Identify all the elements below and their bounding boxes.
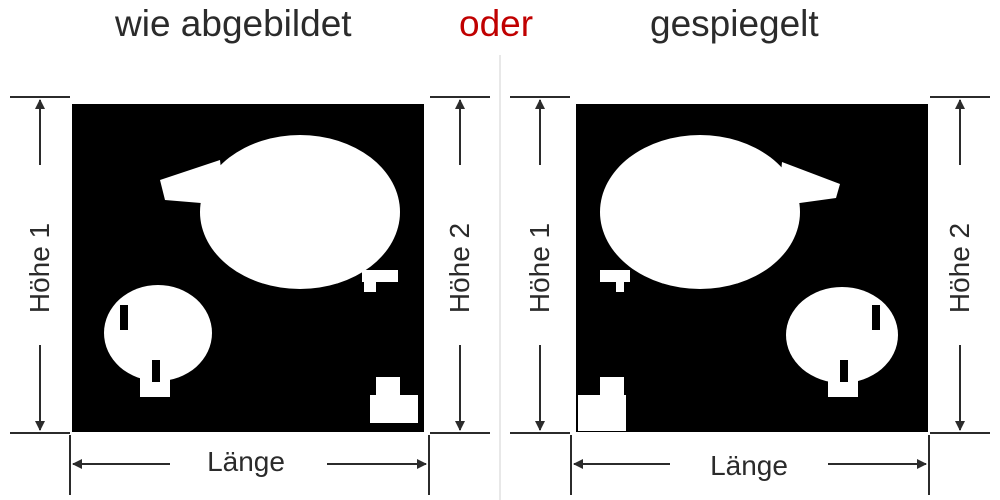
corner-shape	[370, 377, 418, 423]
title-mirrored: gespiegelt	[650, 3, 819, 44]
corner-shape	[578, 377, 626, 431]
large-burner-shape	[600, 135, 840, 292]
large-burner-shape	[160, 135, 400, 292]
title-or: oder	[459, 3, 534, 44]
height-1-label: Höhe 1	[524, 222, 555, 314]
center-divider	[499, 55, 501, 500]
length-label: Länge	[207, 446, 285, 477]
title-as-shown: wie abgebildet	[115, 3, 352, 44]
length-label: Länge	[710, 450, 788, 481]
height-2-label: Höhe 2	[944, 222, 975, 314]
